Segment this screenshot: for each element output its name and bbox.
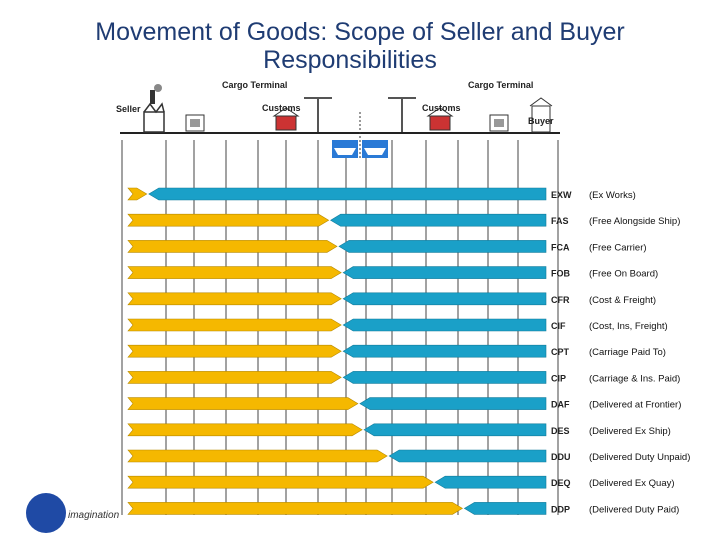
term-description: (Carriage Paid To) [589, 347, 666, 358]
term-code: DES [551, 426, 570, 436]
term-row: DEQ (Delivered Ex Quay) [128, 476, 675, 489]
term-code: FAS [551, 216, 569, 226]
term-row: DAF (Delivered at Frontier) [128, 398, 681, 411]
buyer-building-icon [530, 98, 552, 132]
term-row: CIF (Cost, Ins, Freight) [128, 319, 668, 332]
seller-responsibility-arrow [128, 293, 341, 305]
buyer-responsibility-arrow [435, 476, 546, 488]
buyer-responsibility-arrow [149, 188, 546, 200]
ship-icon-right [362, 140, 388, 158]
location-customs-2: Customs [422, 103, 461, 113]
buyer-responsibility-arrow [464, 502, 546, 514]
buyer-responsibility-arrow [364, 424, 546, 436]
term-description: (Free On Board) [589, 269, 658, 280]
term-code: DAF [551, 400, 570, 410]
term-description: (Delivered Ex Quay) [589, 478, 675, 489]
term-code: CIF [551, 321, 566, 331]
location-buyer: Buyer [528, 116, 554, 126]
seller-responsibility-arrow [128, 398, 358, 410]
location-cargo-terminal-2: Cargo Terminal [468, 80, 533, 90]
warehouse-icon [186, 115, 204, 131]
term-row: DES (Delivered Ex Ship) [128, 424, 671, 437]
buyer-responsibility-arrow [339, 240, 546, 252]
buyer-responsibility-arrow [343, 319, 546, 331]
buyer-responsibility-arrow [389, 450, 546, 462]
term-code: DDU [551, 452, 571, 462]
location-cargo-terminal-1: Cargo Terminal [222, 80, 287, 90]
seller-responsibility-arrow [128, 345, 341, 357]
term-row: FAS (Free Alongside Ship) [128, 214, 680, 227]
term-row: CIP (Carriage & Ins. Paid) [128, 371, 680, 384]
term-rows: EXW (Ex Works) FAS (Free Alongside Ship) FCA… [128, 188, 690, 515]
crane-icon-right [388, 98, 416, 132]
term-description: (Cost, Ins, Freight) [589, 321, 668, 332]
term-row: DDP (Delivered Duty Paid) [128, 502, 679, 515]
seller-responsibility-arrow [128, 371, 341, 383]
seller-responsibility-arrow [128, 450, 387, 462]
term-description: (Ex Works) [589, 190, 636, 201]
term-row: FOB (Free On Board) [128, 267, 658, 280]
buyer-responsibility-arrow [343, 293, 546, 305]
seller-responsibility-arrow [128, 267, 341, 279]
term-code: DEQ [551, 478, 571, 488]
term-description: (Cost & Freight) [589, 295, 656, 306]
buyer-responsibility-arrow [360, 398, 546, 410]
buyer-responsibility-arrow [343, 267, 546, 279]
term-code: CIP [551, 373, 566, 383]
term-row: CFR (Cost & Freight) [128, 293, 656, 306]
seller-responsibility-arrow [128, 319, 341, 331]
seller-responsibility-arrow [128, 502, 462, 514]
seller-responsibility-arrow [128, 214, 329, 226]
seller-factory-icon [144, 84, 164, 132]
term-description: (Delivered Duty Paid) [589, 504, 679, 515]
ship-icon-left [332, 140, 358, 158]
term-description: (Delivered at Frontier) [589, 400, 681, 411]
location-seller: Seller [116, 104, 141, 114]
buyer-responsibility-arrow [343, 371, 546, 383]
term-description: (Carriage & Ins. Paid) [589, 373, 680, 384]
buyer-responsibility-arrow [331, 214, 546, 226]
seller-responsibility-arrow [128, 240, 337, 252]
seller-responsibility-arrow [128, 188, 147, 200]
seller-responsibility-arrow [128, 476, 433, 488]
term-description: (Free Carrier) [589, 242, 647, 253]
buyer-responsibility-arrow [343, 345, 546, 357]
term-description: (Delivered Ex Ship) [589, 426, 671, 437]
term-row: DDU (Delivered Duty Unpaid) [128, 450, 690, 463]
crane-icon-left [304, 98, 332, 132]
ge-logo-icon [26, 493, 66, 533]
term-description: (Delivered Duty Unpaid) [589, 452, 690, 463]
seller-responsibility-arrow [128, 424, 362, 436]
term-row: FCA (Free Carrier) [128, 240, 647, 253]
term-description: (Free Alongside Ship) [589, 216, 680, 227]
term-code: EXW [551, 190, 572, 200]
term-code: CPT [551, 347, 570, 357]
term-row: CPT (Carriage Paid To) [128, 345, 666, 358]
location-customs-1: Customs [262, 103, 301, 113]
term-code: CFR [551, 295, 570, 305]
logo-text: imagination [68, 510, 119, 521]
warehouse-icon-2 [490, 115, 508, 131]
term-row: EXW (Ex Works) [128, 188, 636, 201]
term-code: FCA [551, 242, 570, 252]
term-code: DDP [551, 504, 570, 514]
term-code: FOB [551, 269, 570, 279]
